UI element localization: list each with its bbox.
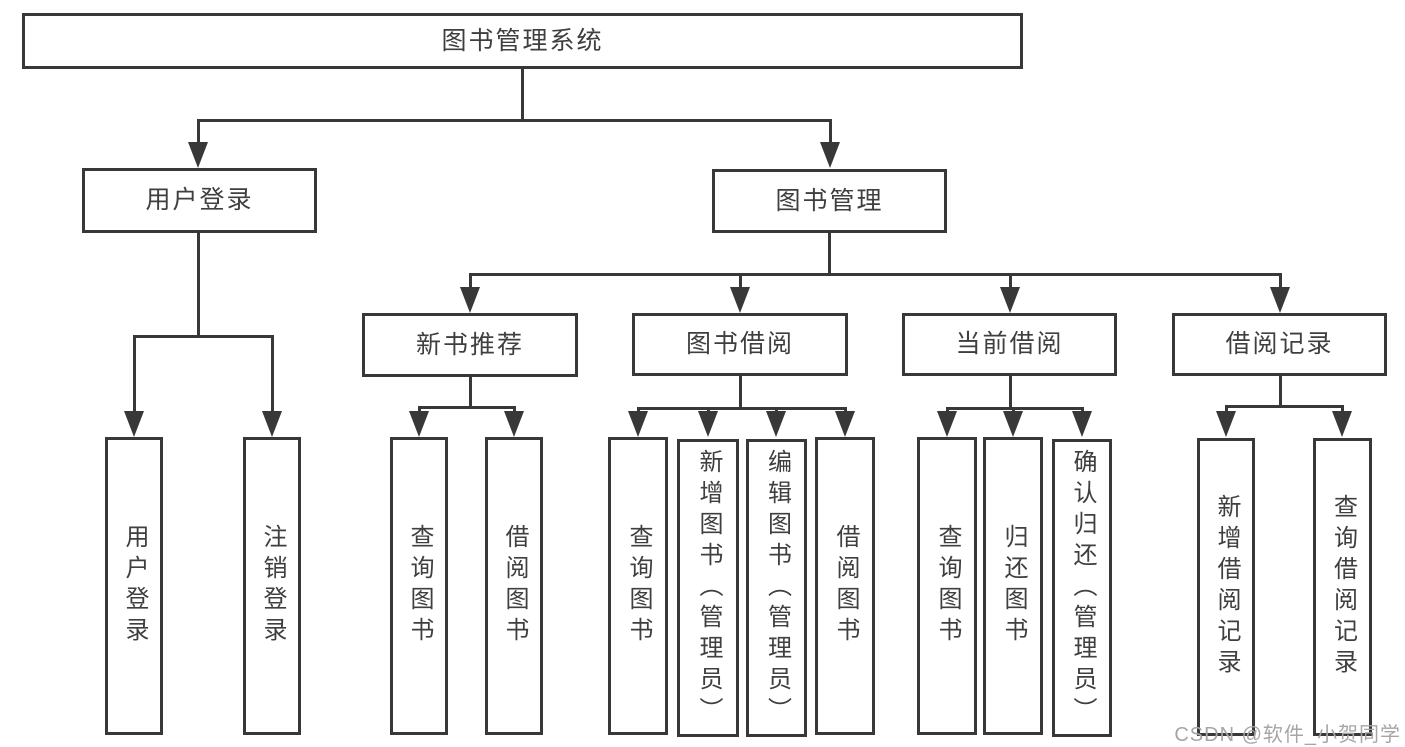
connector-bar-line (636, 407, 847, 410)
arrowhead-down-icon (188, 142, 208, 168)
arrowhead-down-icon (730, 287, 750, 313)
connector-trunk-line (738, 376, 742, 410)
node-confirm-return-admin: 确认归还（管理员） (1052, 439, 1112, 737)
node-label-query-books-borrowing: 查询图书 (625, 524, 652, 648)
connector-bar-line (468, 273, 1282, 276)
connector-trunk-line (196, 233, 200, 338)
node-user-login-action: 用户登录 (105, 437, 163, 735)
connector-drop-line (270, 335, 274, 417)
node-label-confirm-return-admin: 确认归还（管理员） (1069, 448, 1096, 728)
node-label-add-books-admin: 新增图书（管理员） (695, 448, 722, 728)
connector-trunk-line (468, 377, 472, 409)
connector-drop-line (1008, 273, 1012, 293)
arrowhead-down-icon (504, 411, 524, 437)
node-query-borrow-record: 查询借阅记录 (1313, 438, 1372, 736)
connector-trunk-line (827, 233, 831, 276)
connector-trunk-line (1008, 376, 1012, 410)
arrowhead-down-icon (460, 287, 480, 313)
node-edit-books-admin: 编辑图书（管理员） (746, 439, 807, 737)
connector-trunk-line (520, 69, 524, 122)
connector-bar-line (132, 335, 274, 338)
arrowhead-down-icon (1270, 287, 1290, 313)
connector-drop-line (738, 273, 742, 293)
node-label-return-books: 归还图书 (1000, 524, 1027, 648)
node-borrowing-records: 借阅记录 (1172, 313, 1387, 376)
node-return-books: 归还图书 (983, 437, 1043, 735)
node-book-management: 图书管理 (712, 169, 947, 233)
arrowhead-down-icon (628, 411, 648, 437)
connector-drop-line (468, 273, 472, 293)
csdn-watermark: CSDN @软件_小贺同学 (1174, 724, 1401, 746)
arrowhead-down-icon (1000, 287, 1020, 313)
node-label-user-login-action: 用户登录 (121, 524, 148, 648)
connector-drop-line (828, 119, 832, 148)
node-label-query-borrow-record: 查询借阅记录 (1329, 494, 1357, 680)
node-label-borrowing-records: 借阅记录 (1225, 330, 1334, 358)
node-label-query-books-current: 查询图书 (934, 524, 961, 648)
arrowhead-down-icon (124, 411, 144, 437)
connector-bar-line (196, 119, 832, 122)
node-new-book-recommendation: 新书推荐 (362, 313, 578, 377)
node-label-book-borrowing: 图书借阅 (685, 330, 794, 358)
arrowhead-down-icon (1003, 411, 1023, 437)
node-borrow-books-borrowing: 借阅图书 (815, 437, 875, 735)
node-label-new-book-recommendation: 新书推荐 (415, 330, 524, 359)
arrowhead-down-icon (262, 411, 282, 437)
arrowhead-down-icon (409, 411, 429, 437)
node-label-edit-books-admin: 编辑图书（管理员） (763, 448, 791, 728)
node-label-borrow-books-recommend: 借阅图书 (501, 524, 528, 648)
node-user-login: 用户登录 (82, 168, 317, 233)
node-label-library-management-system: 图书管理系统 (441, 26, 604, 55)
node-book-borrowing: 图书借阅 (632, 313, 848, 376)
node-label-book-management: 图书管理 (775, 186, 884, 215)
connector-trunk-line (1278, 376, 1282, 408)
node-label-current-borrowing: 当前借阅 (955, 330, 1064, 358)
arrowhead-down-icon (1072, 411, 1092, 437)
node-query-books-current: 查询图书 (917, 437, 977, 735)
node-current-borrowing: 当前借阅 (902, 313, 1117, 376)
node-query-books-recommend: 查询图书 (390, 437, 448, 735)
connector-drop-line (196, 119, 200, 148)
connector-bar-line (1224, 405, 1344, 408)
arrowhead-down-icon (698, 411, 718, 437)
arrowhead-down-icon (1332, 411, 1352, 437)
node-label-query-books-recommend: 查询图书 (406, 524, 433, 648)
node-label-add-borrow-record: 新增借阅记录 (1213, 494, 1240, 680)
node-label-user-login: 用户登录 (145, 186, 254, 214)
node-logout-action: 注销登录 (243, 437, 301, 735)
node-library-management-system: 图书管理系统 (22, 13, 1023, 69)
node-add-books-admin: 新增图书（管理员） (677, 439, 739, 737)
node-label-logout-action: 注销登录 (259, 524, 286, 648)
node-label-borrow-books-borrowing: 借阅图书 (832, 524, 859, 648)
node-borrow-books-recommend: 借阅图书 (485, 437, 543, 735)
connector-bar-line (417, 406, 516, 409)
node-query-books-borrowing: 查询图书 (608, 437, 668, 735)
arrowhead-down-icon (1216, 411, 1236, 437)
arrowhead-down-icon (835, 411, 855, 437)
node-add-borrow-record: 新增借阅记录 (1197, 438, 1255, 736)
connector-drop-line (1278, 273, 1282, 293)
arrowhead-down-icon (820, 142, 840, 168)
arrowhead-down-icon (766, 411, 786, 437)
connector-bar-line (945, 407, 1084, 410)
arrowhead-down-icon (937, 411, 957, 437)
connector-drop-line (132, 335, 136, 417)
